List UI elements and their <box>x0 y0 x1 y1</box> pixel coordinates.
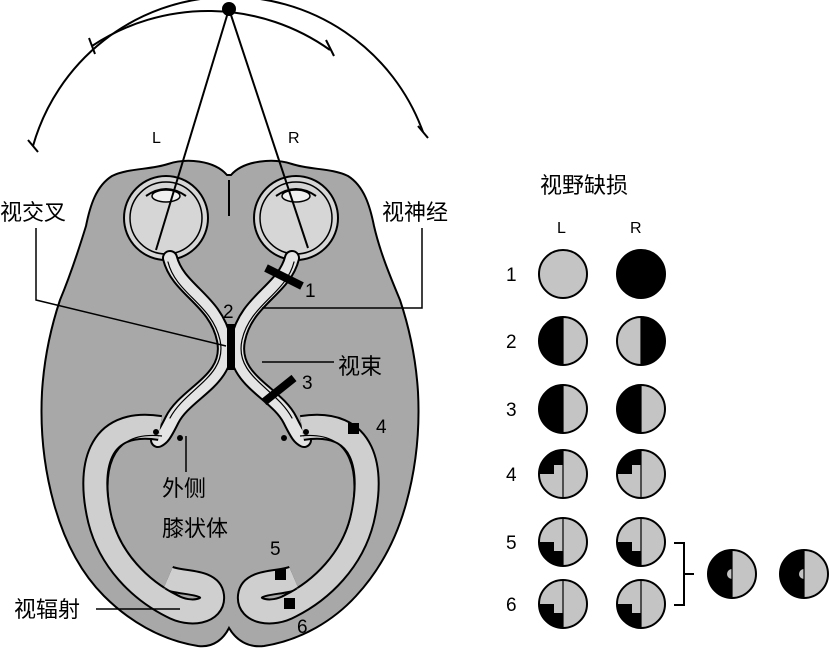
lesion-4-marker <box>348 423 359 434</box>
optic-radiations <box>82 413 380 625</box>
defects-col-right: R <box>630 220 642 237</box>
label-optic-radiation: 视辐射 <box>14 598 80 623</box>
defect-row-number: 1 <box>506 265 517 286</box>
right-lgn-dot-2 <box>303 429 309 435</box>
defect-row-number: 4 <box>506 465 517 486</box>
lesion-number-3: 3 <box>302 373 313 394</box>
defect-field-right-2 <box>616 316 666 366</box>
bracket-rows-5-6 <box>674 542 694 606</box>
defect-field-left-1 <box>538 249 588 299</box>
lesion-1-bar <box>264 264 304 290</box>
defect-field-left-3 <box>538 384 588 434</box>
defect-field-left-5 <box>538 517 588 567</box>
right-eye <box>253 175 339 261</box>
label-lgn-line2: 膝状体 <box>162 517 228 542</box>
lesion-number-2: 2 <box>223 302 234 323</box>
defect-field-right-5 <box>616 517 666 567</box>
right-lgn-dot <box>281 435 287 441</box>
defect-field-left-2 <box>538 316 588 366</box>
lesion-number-4: 4 <box>376 417 387 438</box>
label-optic-nerve: 视神经 <box>382 201 448 226</box>
label-eye-right: R <box>288 130 300 147</box>
defect-field-right-3 <box>616 384 666 434</box>
defect-row-number: 5 <box>506 533 517 554</box>
visual-pathway <box>150 250 312 448</box>
right-eye-ray <box>228 8 309 249</box>
lesion-number-1: 1 <box>305 281 316 302</box>
brain-outline <box>40 159 420 648</box>
defect-row-number: 6 <box>506 595 517 616</box>
lesion-3-bar <box>261 374 297 406</box>
leader-lines <box>35 228 423 610</box>
label-lgn-line1: 外侧 <box>162 477 206 502</box>
label-optic-tract: 视束 <box>338 355 382 380</box>
left-eye-ray <box>155 8 230 251</box>
lesion-number-6: 6 <box>297 617 308 638</box>
visual-field-arc <box>27 0 429 153</box>
defect-field-right-4 <box>616 449 666 499</box>
left-lgn-dot <box>153 429 159 435</box>
defect-field-left-4 <box>538 449 588 499</box>
defects-panel: 视野缺损 L R 1 2 3 4 5 6 <box>506 174 829 629</box>
defects-panel-title: 视野缺损 <box>540 174 628 199</box>
lesion-number-5: 5 <box>270 539 281 560</box>
defects-col-left: L <box>557 220 566 237</box>
left-lgn-dot-2 <box>177 435 183 441</box>
defect-row-number: 2 <box>506 332 517 353</box>
defect-field-left-6 <box>538 579 588 629</box>
macular-sparing-field-2 <box>779 549 829 599</box>
defect-field-right-1 <box>616 249 666 299</box>
macular-sparing-field-1 <box>707 549 757 599</box>
defect-field-right-6 <box>616 579 666 629</box>
lesion-5-marker <box>275 569 286 580</box>
label-eye-left: L <box>152 130 161 147</box>
label-optic-chiasm: 视交叉 <box>0 201 66 226</box>
macular-sparing-pair <box>707 549 829 599</box>
defect-row-number: 3 <box>506 400 517 421</box>
defect-rows: 1 2 3 4 5 6 <box>506 249 666 629</box>
lesion-6-marker <box>284 598 295 609</box>
